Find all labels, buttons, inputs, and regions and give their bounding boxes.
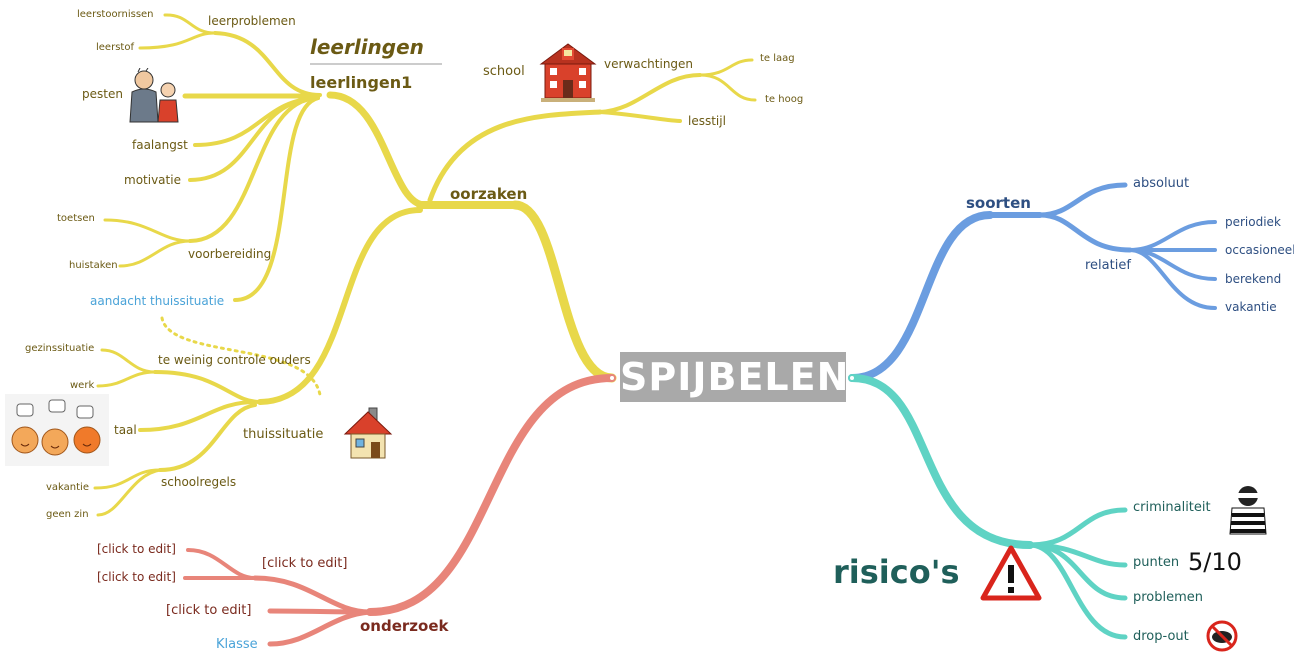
topic-onderzoek[interactable]: onderzoek [360,617,449,635]
topic-oorzaken[interactable]: oorzaken [450,185,528,203]
branches-soorten [848,182,1217,382]
topic-te-weinig-controle-ouders[interactable]: te weinig controle ouders [158,353,311,367]
burglar-icon [1229,486,1267,535]
topic-leerstof[interactable]: leerstof [96,42,134,53]
topic-problemen[interactable]: problemen [1133,590,1204,605]
topic-periodiek[interactable]: periodiek [1225,215,1281,229]
punten-score: 5/10 [1188,548,1242,576]
topic-vakantie-thuis[interactable]: vakantie [46,482,89,493]
topic-schoolregels[interactable]: schoolregels [161,475,237,489]
topic-verwachtingen[interactable]: verwachtingen [604,57,694,71]
topic-click-to-edit-item[interactable]: [click to edit] [166,603,252,618]
branches-oorzaken [93,13,757,517]
topic-huistaken[interactable]: huistaken [69,260,118,271]
topic-occasioneel[interactable]: occasioneel [1225,243,1294,257]
topic-gezinssituatie[interactable]: gezinssituatie [25,343,95,354]
topic-faalangst[interactable]: faalangst [132,138,188,152]
topic-absoluut[interactable]: absoluut [1133,176,1190,191]
topic-leerlingen-title[interactable]: leerlingen [310,35,424,59]
branches-onderzoek [183,374,616,647]
topic-geen-zin[interactable]: geen zin [46,509,89,520]
warning-triangle-icon [980,545,1042,601]
topic-pesten[interactable]: pesten [82,87,123,101]
topic-toetsen[interactable]: toetsen [57,213,95,224]
topic-motivatie[interactable]: motivatie [124,173,181,187]
topic-aandacht-thuissituatie[interactable]: aandacht thuissituatie [90,294,225,308]
topic-soorten[interactable]: soorten [966,194,1031,212]
topic-relatief[interactable]: relatief [1085,258,1131,273]
topic-leerlingen1[interactable]: leerlingen1 [310,73,413,92]
topic-vakantie-soorten[interactable]: vakantie [1225,300,1277,314]
topic-berekend[interactable]: berekend [1225,272,1282,286]
topic-te-hoog[interactable]: te hoog [765,94,804,105]
topic-klasse[interactable]: Klasse [216,637,258,652]
topic-leerstoornissen[interactable]: leerstoornissen [77,9,154,20]
topic-voorbereiding[interactable]: voorbereiding [188,247,272,261]
topic-risicos[interactable]: risico's [833,553,960,591]
topic-click-to-edit-group[interactable]: [click to edit] [262,556,348,571]
branches-risicos [848,374,1128,640]
topic-click-to-edit-sub-2[interactable]: [click to edit] [97,570,176,584]
topic-thuissituatie[interactable]: thuissituatie [243,427,324,442]
bully-people-icon [129,68,179,123]
topic-werk[interactable]: werk [70,380,95,391]
topic-leerproblemen[interactable]: leerproblemen [208,14,296,28]
topic-drop-out[interactable]: drop-out [1133,629,1189,644]
connector-markers [610,376,854,380]
house-icon [343,407,393,459]
topic-school[interactable]: school [483,64,525,79]
topic-criminaliteit[interactable]: criminaliteit [1133,500,1211,515]
no-rat-icon [1206,620,1238,652]
topic-lesstijl[interactable]: lesstijl [688,114,726,128]
school-building-icon [539,43,597,102]
topic-te-laag[interactable]: te laag [760,53,795,64]
central-topic[interactable]: SPIJBELEN [620,352,848,402]
topic-punten[interactable]: punten [1133,555,1180,570]
topic-taal[interactable]: taal [114,423,137,437]
talking-faces-icon [5,394,109,466]
topic-click-to-edit-sub-1[interactable]: [click to edit] [97,542,176,556]
